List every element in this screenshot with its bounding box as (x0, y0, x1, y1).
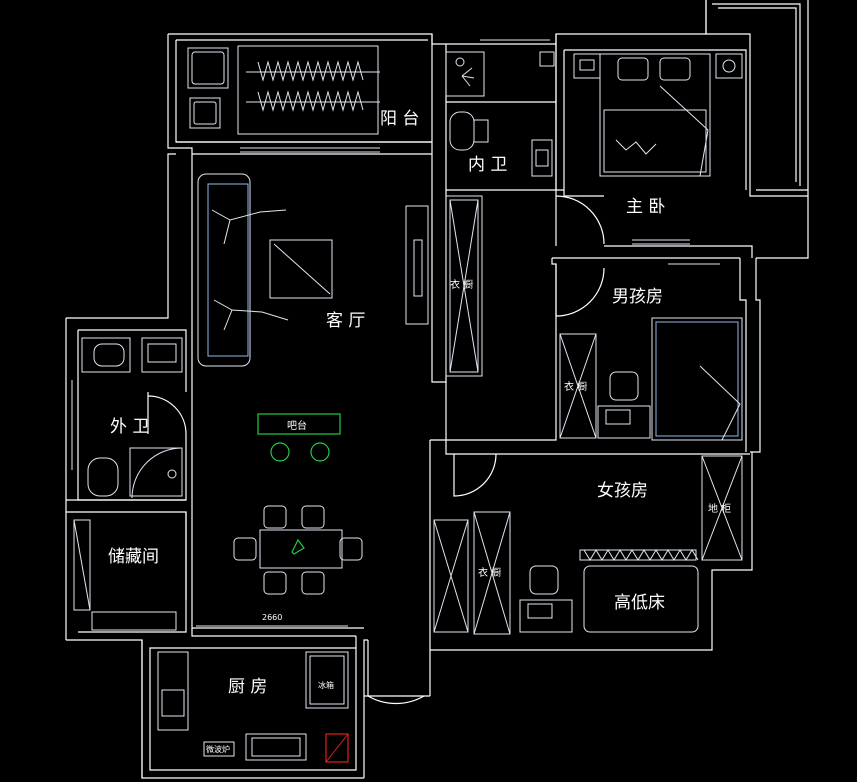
label-balcony: 阳 台 (380, 109, 419, 129)
label-girls-wardrobe: 衣 橱 (478, 566, 501, 579)
label-girls-room: 女孩房 (597, 481, 648, 501)
living-wardrobe (445, 195, 483, 377)
bar-counter (257, 413, 341, 462)
label-microwave: 微波炉 (206, 744, 230, 754)
label-living-wardrobe: 衣 橱 (450, 278, 473, 291)
exterior-walls (65, 0, 809, 779)
label-bar: 吧台 (287, 419, 307, 432)
master-bed (573, 53, 743, 245)
label-kitchen: 厨 房 (228, 677, 267, 697)
door-swings (147, 195, 605, 705)
label-living-room: 客 厅 (326, 311, 365, 331)
label-boys-room: 男孩房 (612, 287, 663, 307)
boys-room-furniture (559, 263, 743, 441)
balcony-laundry (187, 45, 380, 149)
label-floor-cabinet: 地 柜 (708, 502, 731, 515)
label-inner-bath: 内 卫 (468, 155, 507, 175)
label-outer-bath: 外 卫 (110, 417, 149, 437)
label-boys-wardrobe: 衣 橱 (564, 380, 587, 393)
storage-shelves (73, 519, 177, 631)
dining-table (196, 505, 363, 627)
outer-bath-fixtures (71, 337, 183, 499)
dimension-dining-width: 2660 (262, 613, 282, 622)
label-master-bedroom: 主 卧 (626, 197, 665, 217)
inner-bath-fixtures (445, 39, 555, 177)
interior-walls (66, 34, 753, 697)
label-fridge: 冰箱 (318, 680, 334, 690)
kitchen-fixtures (157, 651, 349, 763)
label-high-low-bed: 高低床 (614, 593, 665, 613)
girls-room-furniture (433, 455, 743, 635)
label-storage: 储藏间 (108, 547, 159, 567)
living-sofa-set (197, 151, 429, 367)
